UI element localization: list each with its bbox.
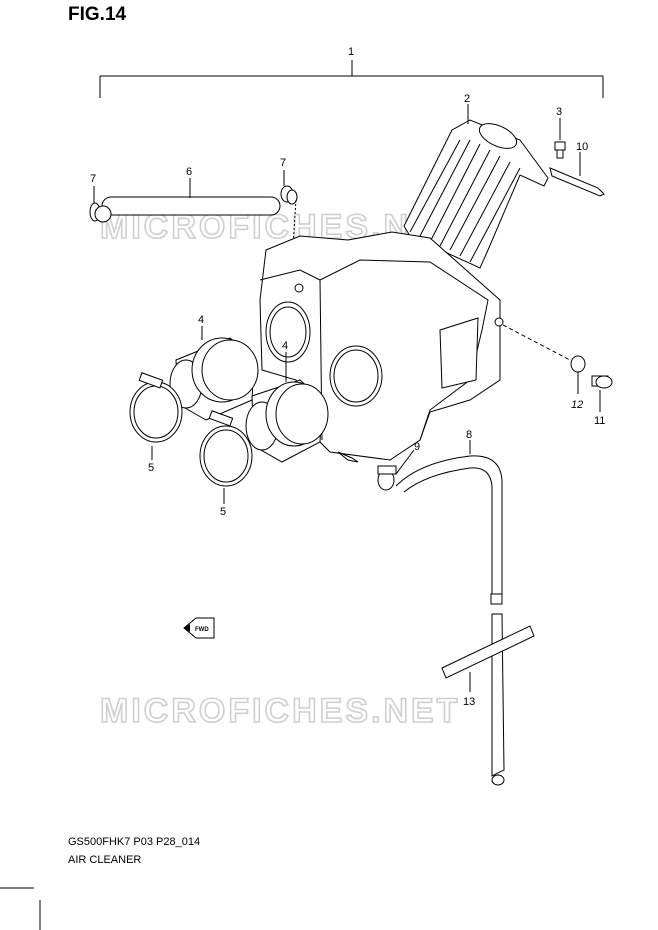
callout-3: 3 [556, 106, 562, 118]
callout-8: 8 [466, 429, 472, 441]
callout-10: 10 [576, 141, 588, 153]
callout-6: 6 [186, 166, 192, 178]
callout-5-left: 5 [148, 462, 154, 474]
page-corner-mark [0, 887, 41, 930]
clamp-part-7-left[interactable] [89, 186, 112, 223]
intake-boot-part-4-right[interactable] [245, 352, 329, 463]
callout-7-right: 7 [280, 157, 286, 169]
washer-part-12[interactable] [570, 355, 586, 394]
drain-tube-part-6[interactable] [101, 178, 281, 216]
fwd-arrow-icon: FWD [183, 617, 215, 639]
callout-11: 11 [594, 415, 605, 427]
hose-clamp-part-5-right[interactable] [199, 410, 253, 504]
figure-title: FIG.14 [68, 4, 127, 25]
intake-boot-part-4-left[interactable] [169, 326, 259, 421]
assembly-bracket [99, 60, 604, 98]
callout-4-right: 4 [282, 340, 288, 352]
callout-2: 2 [464, 93, 470, 105]
hose-clamp-part-5-left[interactable] [129, 372, 183, 460]
callout-1: 1 [348, 46, 354, 58]
callout-9: 9 [414, 441, 420, 453]
callout-12: 12 [571, 399, 583, 411]
clamp-part-9[interactable] [377, 449, 415, 491]
air-cleaner-box[interactable] [259, 231, 571, 463]
footer-model-code: GS500FHK7 P03 P28_014 [68, 836, 201, 848]
callout-7-left: 7 [90, 173, 96, 185]
watermark-bottom: MICROFICHES.NET [100, 692, 460, 730]
bracket-part-10[interactable] [549, 152, 605, 197]
bolt-part-3[interactable] [554, 118, 566, 159]
drain-hose-part-8[interactable] [395, 440, 503, 605]
drain-bracket-part-13[interactable] [441, 613, 535, 786]
footer-section-name: AIR CLEANER [68, 854, 142, 866]
fwd-label: FWD [195, 627, 209, 633]
filter-element-part-2[interactable] [403, 104, 549, 269]
screw-part-11[interactable] [591, 375, 613, 412]
callout-4-left: 4 [198, 314, 204, 326]
callout-5-right: 5 [220, 506, 226, 518]
callout-13: 13 [463, 696, 475, 708]
